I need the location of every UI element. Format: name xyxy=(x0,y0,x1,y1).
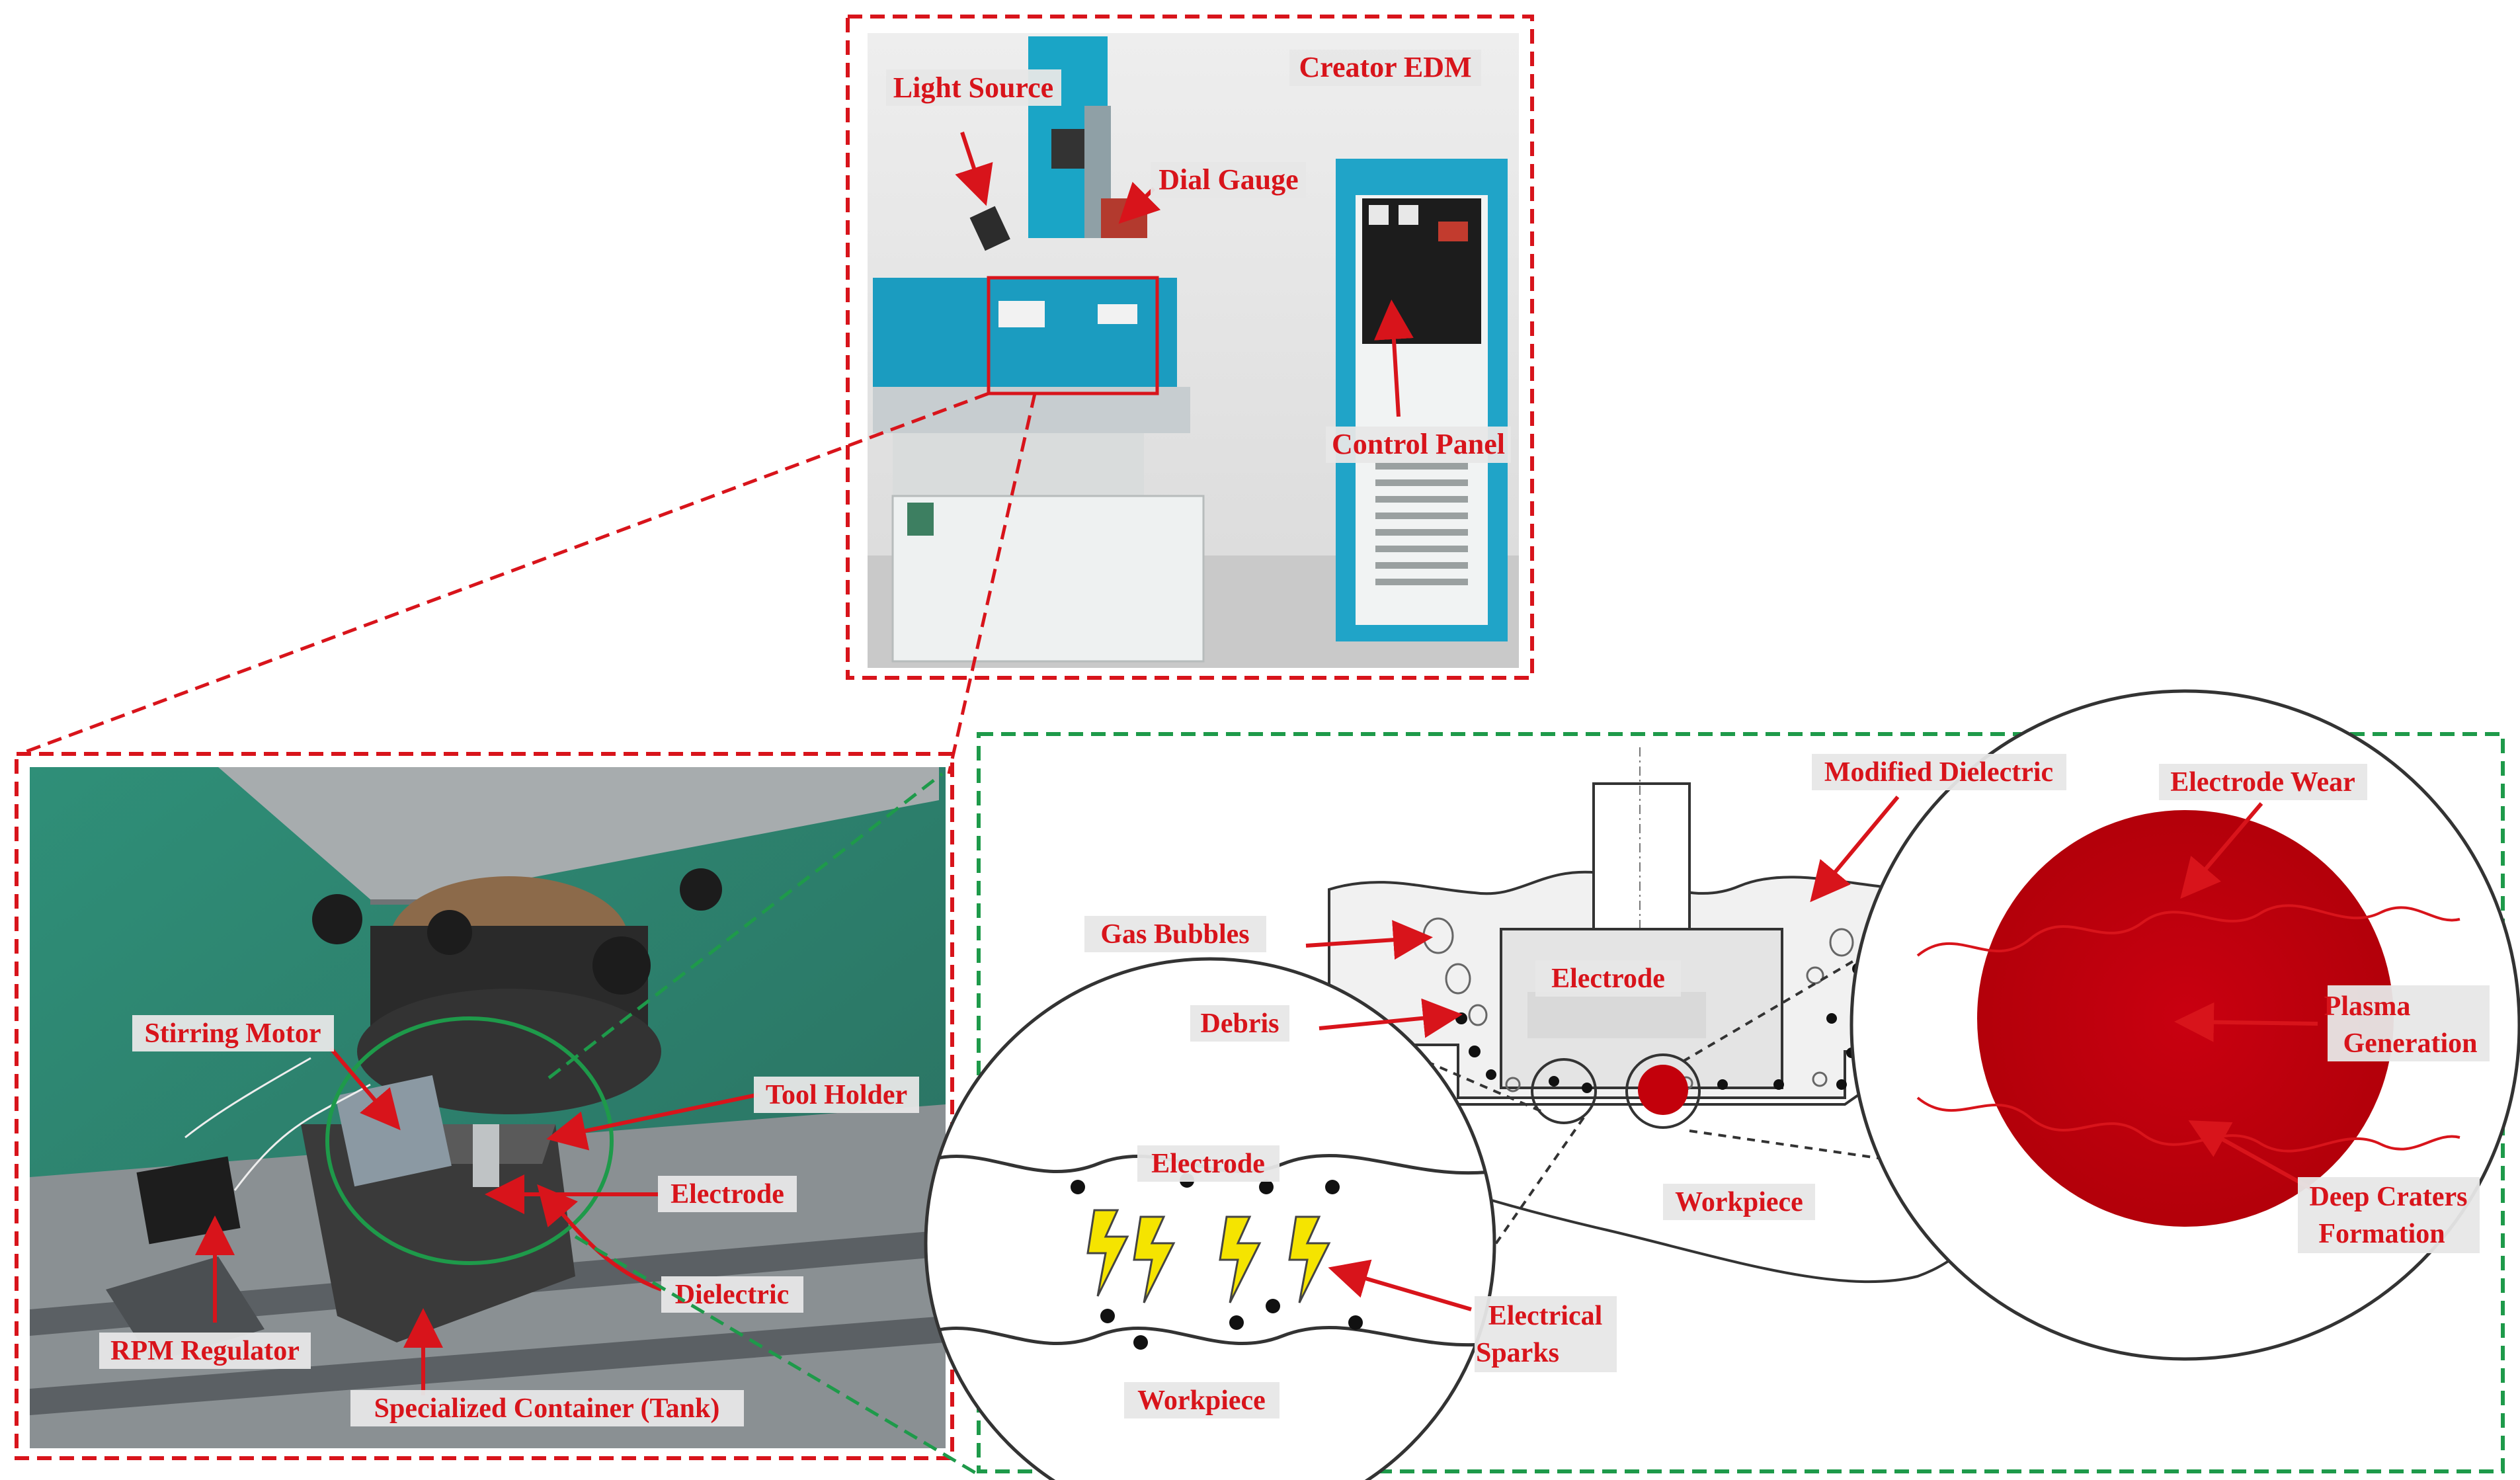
label-gas-bubbles: Gas Bubbles xyxy=(1084,916,1266,952)
svg-text:Creator EDM: Creator EDM xyxy=(1299,51,1471,83)
svg-text:Dial Gauge: Dial Gauge xyxy=(1158,163,1298,196)
connector-line-right xyxy=(947,393,1037,774)
svg-text:Generation: Generation xyxy=(2343,1028,2478,1059)
gap-plasma-dot xyxy=(1638,1065,1688,1115)
electrode-rod xyxy=(473,1124,499,1187)
svg-text:Specialized Container (Tank): Specialized Container (Tank) xyxy=(374,1393,720,1424)
label-workpiece: Workpiece xyxy=(1663,1184,1815,1220)
svg-text:Electrical: Electrical xyxy=(1488,1301,1603,1331)
label-deep-craters: Deep Craters Formation xyxy=(2298,1177,2480,1253)
setup-highlight-circle xyxy=(325,1016,614,1265)
focus-region-box xyxy=(987,276,1159,395)
svg-text:Electrode: Electrode xyxy=(671,1179,784,1210)
label-light-source: Light Source xyxy=(886,69,1061,106)
label-modified-dielectric: Modified Dielectric xyxy=(1812,754,2066,790)
connector-line-left xyxy=(19,391,989,756)
label-electrode-wear: Electrode Wear xyxy=(2159,764,2367,800)
label-tool-holder: Tool Holder xyxy=(754,1077,919,1113)
svg-text:Workpiece: Workpiece xyxy=(1675,1187,1803,1217)
svg-text:Workpiece: Workpiece xyxy=(1137,1385,1266,1416)
label-stirring-motor: Stirring Motor xyxy=(132,1015,334,1051)
svg-text:Modified Dielectric: Modified Dielectric xyxy=(1824,757,2053,788)
label-plasma-generation: Plasma Generation xyxy=(2324,985,2490,1061)
label-setup-electrode: Electrode xyxy=(658,1176,797,1212)
electrode-shaft xyxy=(1592,782,1691,934)
label-dial-gauge: Dial Gauge xyxy=(1151,162,1306,198)
label-debris: Debris xyxy=(1190,1005,1289,1042)
svg-text:Electrode Wear: Electrode Wear xyxy=(2170,767,2355,798)
spark-zoom-circle xyxy=(924,957,1496,1480)
svg-text:Plasma: Plasma xyxy=(2324,991,2411,1022)
label-rpm-regulator: RPM Regulator xyxy=(99,1333,311,1369)
machine-work-tank xyxy=(873,278,1177,387)
gap-spark-circle xyxy=(1531,1058,1597,1124)
svg-text:Electrode: Electrode xyxy=(1551,964,1665,994)
svg-text:Sparks: Sparks xyxy=(1476,1338,1559,1368)
setup-photo-frame xyxy=(15,752,954,1460)
label-creator-edm: Creator EDM xyxy=(1289,50,1481,86)
label-zoom-workpiece: Workpiece xyxy=(1124,1382,1280,1418)
label-schematic-electrode: Electrode xyxy=(1535,960,1681,997)
svg-text:Stirring Motor: Stirring Motor xyxy=(144,1018,321,1049)
svg-text:Electrode: Electrode xyxy=(1151,1149,1265,1179)
svg-text:RPM Regulator: RPM Regulator xyxy=(110,1336,300,1366)
schematic-panel: Modified Dielectric Electrode Wear Gas B… xyxy=(924,689,2520,1480)
light-source xyxy=(969,206,1010,251)
setup-photo-panel: Stirring Motor Tool Holder Electrode Die… xyxy=(15,752,954,1460)
label-container: Specialized Container (Tank) xyxy=(350,1390,744,1426)
label-control-panel: Control Panel xyxy=(1326,427,1511,463)
svg-text:Tool Holder: Tool Holder xyxy=(766,1080,907,1110)
label-dielectric: Dielectric xyxy=(661,1276,803,1313)
svg-text:Formation: Formation xyxy=(2318,1219,2445,1249)
machine-photo-panel: Light Source Creator EDM Dial Gauge Cont… xyxy=(846,15,1534,680)
label-zoom-electrode: Electrode xyxy=(1137,1145,1280,1182)
label-electrical-sparks: Electrical Sparks xyxy=(1475,1296,1617,1372)
machine-head-plate xyxy=(218,767,939,899)
svg-text:Deep Craters: Deep Craters xyxy=(2309,1182,2467,1212)
green-connector-top xyxy=(548,772,944,1079)
svg-text:Control Panel: Control Panel xyxy=(1332,428,1505,460)
svg-text:Gas Bubbles: Gas Bubbles xyxy=(1100,919,1249,950)
svg-text:Debris: Debris xyxy=(1201,1008,1280,1039)
green-connector-bottom xyxy=(574,1235,980,1477)
gap-plasma-circle xyxy=(1625,1053,1701,1129)
machine-photo-frame xyxy=(846,15,1534,680)
machine-base xyxy=(891,495,1205,663)
svg-text:Light Source: Light Source xyxy=(893,71,1053,104)
